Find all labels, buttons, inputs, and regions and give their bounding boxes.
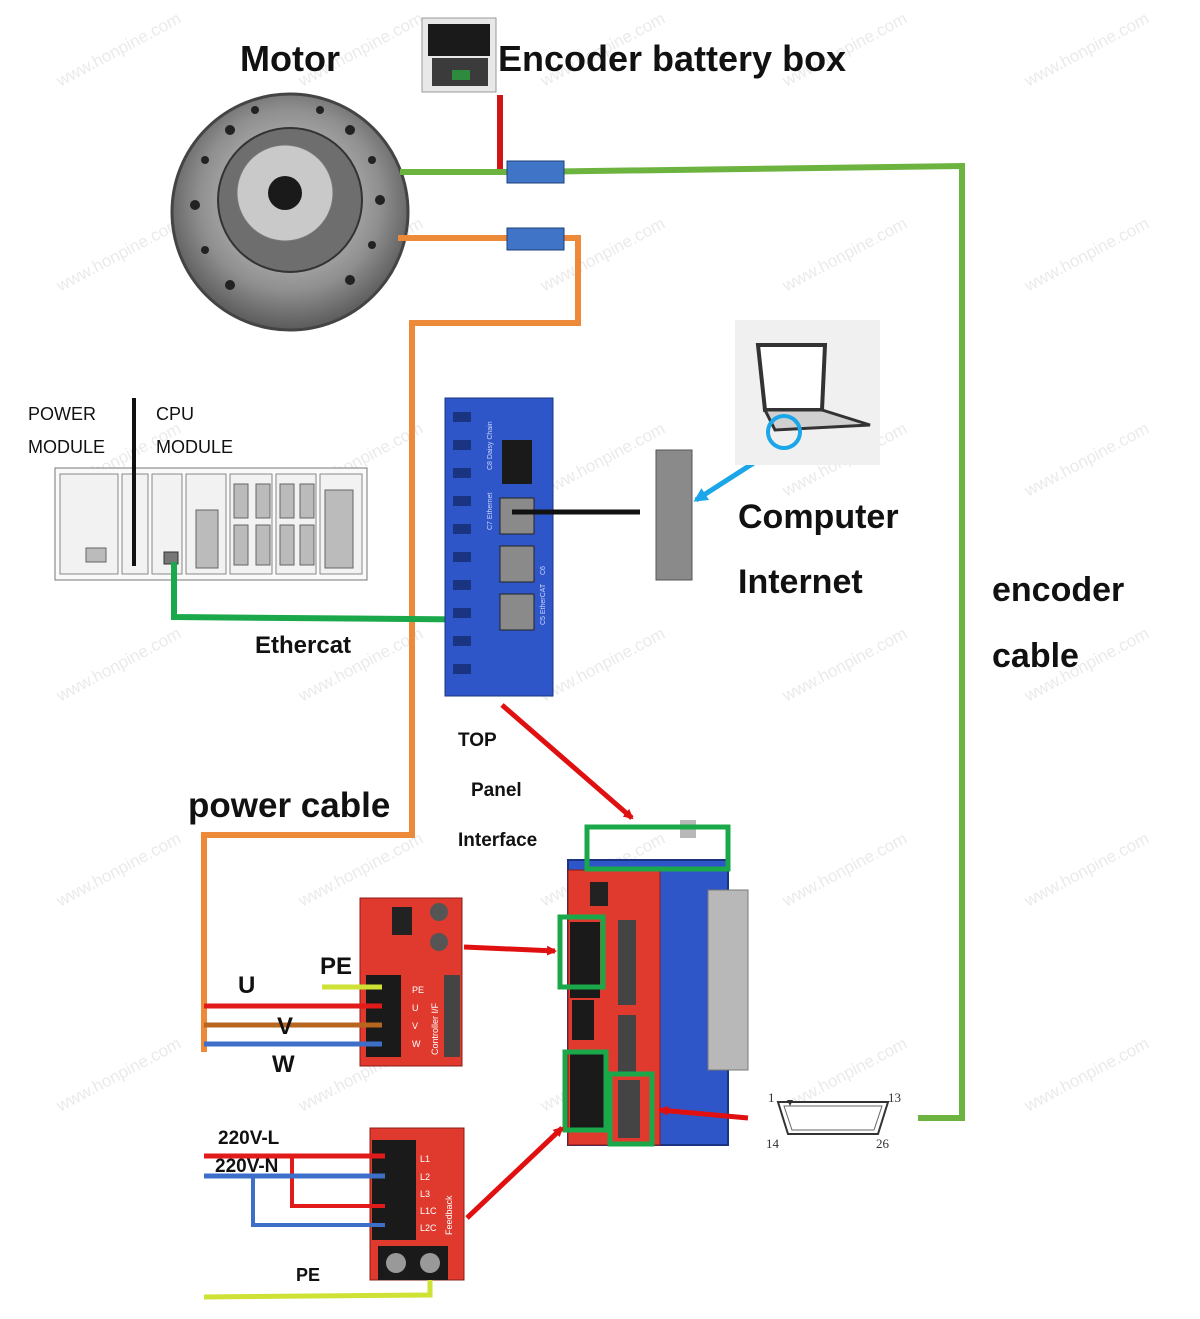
220v-n-label: 220V-N — [215, 1156, 279, 1177]
w-label: W — [272, 1051, 295, 1078]
p2-pin-pe: PE — [412, 985, 424, 995]
p2-highlight — [557, 914, 606, 990]
l-jumper — [290, 1156, 385, 1208]
cpu-module-label-2: MODULE — [156, 437, 234, 457]
computer-label: Computer — [738, 498, 899, 536]
drive-top-panel-image — [444, 397, 554, 697]
feedback-highlight — [607, 1071, 655, 1147]
power-cable-label: power cable — [188, 786, 391, 825]
panel-label: Panel — [471, 780, 522, 801]
power-cable-connector — [506, 227, 565, 251]
encoder-cable-label-2: cable — [992, 637, 1079, 675]
interface-label: Interface — [458, 830, 538, 851]
top-panel-highlight — [584, 824, 731, 872]
p2-pin-w: W — [412, 1039, 421, 1049]
cpu-module-label-1: CPU — [156, 404, 195, 424]
p1-connector-image — [369, 1127, 465, 1281]
port-label-c7: C7 Ethernet — [487, 493, 494, 530]
u-label: U — [238, 972, 256, 999]
motor-label: Motor — [240, 38, 340, 79]
p2-pin-v: V — [412, 1021, 418, 1031]
pe-label-bottom: PE — [296, 1265, 321, 1285]
n-jumper — [251, 1176, 385, 1227]
p1-pin-l1c: L1C — [420, 1206, 437, 1216]
pin-1-label: 1 — [768, 1090, 775, 1105]
port-label-c8: C8 Daisy Chain — [487, 421, 494, 470]
pin-13-label: 13 — [888, 1090, 901, 1105]
laptop-image — [735, 320, 880, 465]
encoder-battery-box-image — [421, 17, 497, 93]
internet-label: Internet — [738, 563, 863, 601]
encoder-cable — [400, 162, 965, 1121]
arrow-feedback — [658, 1105, 749, 1121]
highlight-boxes — [557, 824, 731, 1147]
power-module-label-1: POWER — [28, 404, 97, 424]
pe-ground-wire — [203, 1280, 433, 1300]
motor-image — [170, 92, 410, 332]
p2-pin-u: U — [412, 1003, 419, 1013]
feedback-label: Feedback — [444, 1195, 454, 1235]
servo-drive-image — [567, 820, 749, 1146]
arrow-p2 — [463, 944, 557, 956]
pe-label-top: PE — [320, 953, 353, 980]
port-label-c5: C5 EtherCAT — [540, 583, 547, 625]
encoder-battery-box-label: Encoder battery box — [498, 38, 847, 79]
v-label: V — [277, 1013, 294, 1040]
controller-if-label: Controller I/F — [430, 1002, 440, 1055]
top-label: TOP — [458, 730, 497, 751]
p1-pin-l2: L2 — [420, 1172, 430, 1182]
arrow-top-panel — [500, 703, 634, 820]
p2-connector-image — [359, 897, 463, 1067]
encoder-cable-label-1: encoder — [992, 571, 1125, 609]
pin-26-label: 26 — [876, 1136, 890, 1151]
port-label-c6: C6 — [540, 566, 547, 575]
p1-pin-l3: L3 — [420, 1189, 430, 1199]
p1-pin-l2c: L2C — [420, 1223, 437, 1233]
pin-14-label: 14 — [766, 1136, 780, 1151]
220v-l-label: 220V-L — [218, 1128, 280, 1149]
ethercat-label: Ethercat — [255, 632, 352, 659]
ethercat-cable — [171, 562, 523, 623]
usb-hub-image — [655, 449, 693, 581]
plc-rack-image — [54, 398, 368, 581]
p1-highlight — [562, 1049, 609, 1133]
encoder-cable-connector — [506, 160, 565, 184]
power-cable — [201, 235, 581, 1052]
p1-pin-l1: L1 — [420, 1154, 430, 1164]
p1-pin-labels: L1 L2 L3 L1C L2C Feedback — [420, 1154, 454, 1235]
power-module-label-2: MODULE — [28, 437, 106, 457]
arrow-p1 — [465, 1126, 564, 1220]
db26-connector-icon — [776, 1100, 890, 1135]
p2-pin-labels: PE U V W Controller I/F — [412, 985, 440, 1055]
